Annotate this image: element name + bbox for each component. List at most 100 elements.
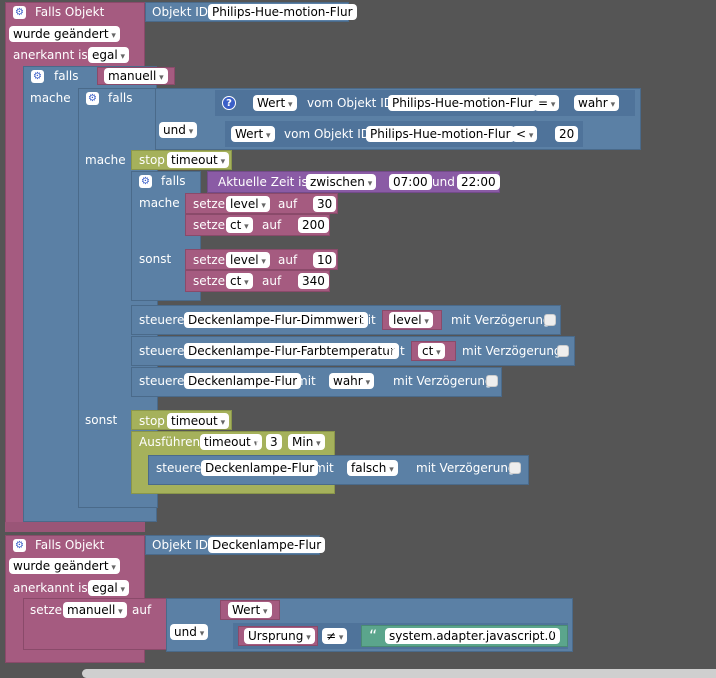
delay-checkbox[interactable] — [486, 375, 498, 387]
setze-label: setze — [193, 197, 226, 211]
var-dropdown[interactable]: ct — [226, 273, 253, 289]
ack-dropdown-2[interactable]: egal — [88, 580, 130, 596]
var-dropdown[interactable]: ct — [418, 343, 445, 359]
delay-number-field[interactable]: 3 — [266, 434, 282, 450]
aktuelle-zeit-label: Aktuelle Zeit ist — [218, 175, 313, 189]
ack-dropdown[interactable]: egal — [88, 47, 130, 63]
timeout-dropdown[interactable]: timeout — [167, 152, 230, 168]
ausfuehren-label: Ausführen — [139, 435, 201, 449]
var-manuell-dropdown[interactable]: manuell — [104, 68, 168, 84]
auf-label: auf — [278, 197, 298, 211]
steuere-label: steuere — [139, 374, 185, 388]
device-field[interactable]: Deckenlampe-Flur-Farbtemperatur — [184, 343, 399, 359]
und-label: und — [432, 175, 455, 189]
if-falls-label-3: falls — [161, 174, 186, 188]
value-field[interactable]: 200 — [298, 217, 329, 233]
var-manuell-dropdown-2[interactable]: manuell — [63, 602, 127, 618]
sonst-label-2: sonst — [85, 413, 118, 427]
object-field-2[interactable]: Philips-Hue-motion-Flur — [388, 95, 537, 111]
lt-operator-dropdown[interactable]: < — [512, 126, 538, 142]
mit-label: mit — [385, 344, 405, 358]
auf-label: auf — [132, 603, 152, 617]
delay-checkbox[interactable] — [544, 314, 556, 326]
bool-dropdown[interactable]: falsch — [347, 460, 398, 476]
setze-label: setze — [193, 274, 226, 288]
in-label: in — [252, 435, 263, 449]
wert-dropdown-2[interactable]: Wert — [231, 126, 275, 142]
neq-operator-dropdown[interactable]: ≠ — [322, 628, 348, 644]
delay-checkbox[interactable] — [557, 345, 569, 357]
stop-label: stop — [139, 414, 165, 428]
gear-icon[interactable]: ⚙ — [86, 92, 99, 105]
var-dropdown[interactable]: level — [389, 312, 433, 328]
var-dropdown[interactable]: level — [226, 252, 270, 268]
vom-objekt-label-2: vom Objekt ID — [284, 127, 370, 141]
eq-operator-dropdown[interactable]: = — [534, 95, 560, 111]
steuere-label: steuere — [139, 313, 185, 327]
object-id-field[interactable]: Philips-Hue-motion-Flur — [208, 4, 357, 20]
device-field[interactable]: Deckenlampe-Flur — [201, 460, 319, 476]
num-20-field[interactable]: 20 — [555, 126, 579, 142]
set-ct-340-block[interactable] — [185, 270, 330, 292]
setze-label: setze — [30, 603, 63, 617]
set-ct-200-block[interactable] — [185, 214, 330, 236]
gear-icon[interactable]: ⚙ — [13, 539, 26, 552]
ursprung-dropdown[interactable]: Ursprung — [244, 628, 315, 644]
mache-label: mache — [30, 91, 71, 105]
if-falls-label: falls — [54, 69, 79, 83]
text-value-field[interactable]: system.adapter.javascript.0 — [385, 628, 560, 644]
anerkannt-label: anerkannt ist — [13, 48, 93, 62]
gear-icon[interactable]: ⚙ — [31, 70, 44, 83]
if-falls-label-2: falls — [108, 91, 133, 105]
und-dropdown-2[interactable]: und — [170, 624, 209, 640]
steuere-label: steuere — [156, 461, 202, 475]
delay-label: mit Verzögerung — [462, 344, 562, 358]
time-to-field[interactable]: 22:00 — [457, 174, 500, 190]
mit-label: mit — [356, 313, 376, 327]
wert-dropdown-3[interactable]: Wert — [228, 602, 272, 618]
value-field[interactable]: 30 — [313, 196, 337, 212]
wert-dropdown[interactable]: Wert — [253, 95, 297, 111]
object-field-3[interactable]: Philips-Hue-motion-Flur — [366, 126, 515, 142]
sonst-label: sonst — [139, 252, 172, 266]
auf-label: auf — [278, 253, 298, 267]
gear-icon[interactable]: ⚙ — [139, 175, 152, 188]
object-id-field-2[interactable]: Deckenlampe-Flur — [208, 537, 326, 553]
zwischen-dropdown[interactable]: zwischen — [306, 174, 377, 190]
auf-label: auf — [262, 274, 282, 288]
timeout-dropdown[interactable]: timeout — [200, 434, 263, 450]
mache-label-2: mache — [85, 153, 126, 167]
unit-dropdown[interactable]: Min — [288, 434, 325, 450]
var-dropdown[interactable]: level — [226, 196, 270, 212]
wahr-dropdown[interactable]: wahr — [574, 95, 620, 111]
objekt-id-label: Objekt ID — [152, 5, 209, 19]
gear-icon[interactable]: ⚙ — [13, 6, 26, 19]
device-field[interactable]: Deckenlampe-Flur — [184, 373, 302, 389]
device-field[interactable]: Deckenlampe-Flur-Dimmwert — [184, 312, 368, 328]
setze-label: setze — [193, 253, 226, 267]
timeout-dropdown[interactable]: timeout — [167, 413, 230, 429]
delay-label: mit Verzögerung — [451, 313, 551, 327]
event-block-motion-bottom — [5, 522, 145, 532]
stop-label: stop — [139, 153, 165, 167]
var-dropdown[interactable]: ct — [226, 217, 253, 233]
trigger-dropdown[interactable]: wurde geändert — [9, 26, 120, 42]
value-field[interactable]: 340 — [298, 273, 329, 289]
value-field[interactable]: 10 — [313, 252, 337, 268]
falls-objekt-label-2: Falls Objekt — [35, 538, 105, 552]
mit-label: mit — [296, 374, 316, 388]
bool-dropdown[interactable]: wahr — [329, 373, 375, 389]
und-dropdown[interactable]: und — [159, 122, 198, 138]
delay-label: mit Verzögerung — [416, 461, 516, 475]
help-icon[interactable]: ? — [222, 96, 236, 110]
vom-objekt-label: vom Objekt ID — [307, 96, 393, 110]
trigger-dropdown-2[interactable]: wurde geändert — [9, 558, 120, 574]
objekt-id-label-2: Objekt ID — [152, 538, 209, 552]
falls-objekt-label: Falls Objekt — [35, 5, 105, 19]
time-from-field[interactable]: 07:00 — [389, 174, 432, 190]
delay-label: mit Verzögerung — [393, 374, 493, 388]
delay-checkbox[interactable] — [509, 462, 521, 474]
horizontal-scrollbar[interactable] — [82, 669, 716, 678]
mache-label-3: mache — [139, 196, 180, 210]
quote-open-icon: “ — [369, 626, 378, 645]
